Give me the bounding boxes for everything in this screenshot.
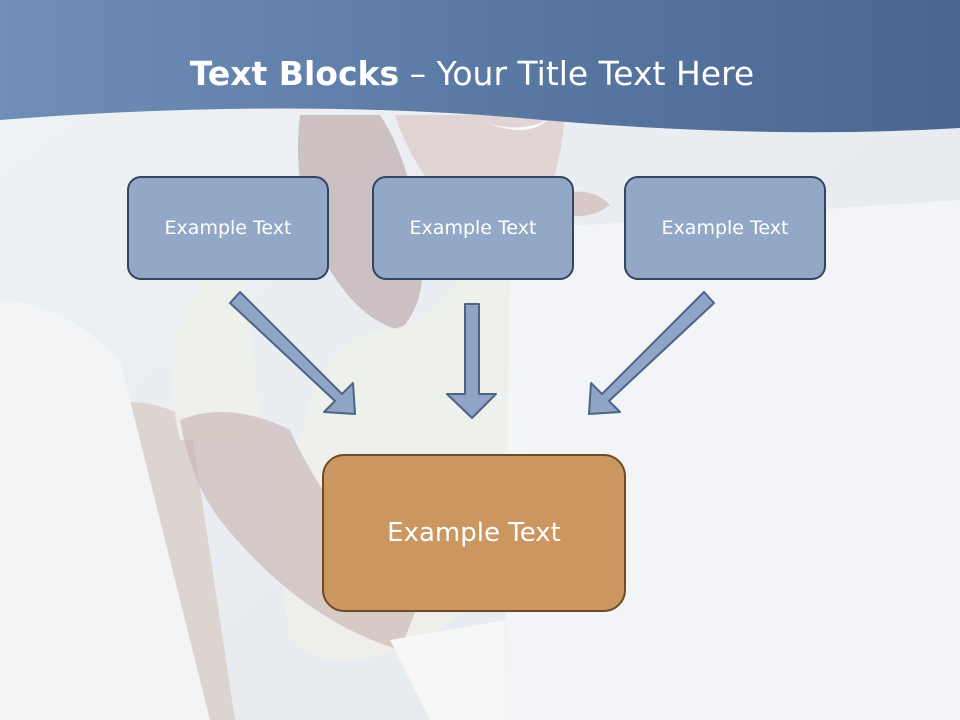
text-block-3[interactable]: Example Text [624, 176, 826, 280]
text-block-2-label: Example Text [409, 217, 537, 239]
title-separator: – [399, 54, 437, 93]
page-title: Text Blocks – Your Title Text Here [0, 52, 944, 96]
main-text-block-label: Example Text [387, 518, 561, 548]
title-bold: Text Blocks [189, 54, 400, 93]
text-block-1[interactable]: Example Text [127, 176, 329, 280]
text-block-2[interactable]: Example Text [372, 176, 574, 280]
title-rest: Your Title Text Here [436, 54, 755, 93]
text-block-1-label: Example Text [164, 217, 292, 239]
text-block-3-label: Example Text [661, 217, 789, 239]
main-text-block[interactable]: Example Text [322, 454, 626, 612]
title-banner [0, 0, 960, 133]
